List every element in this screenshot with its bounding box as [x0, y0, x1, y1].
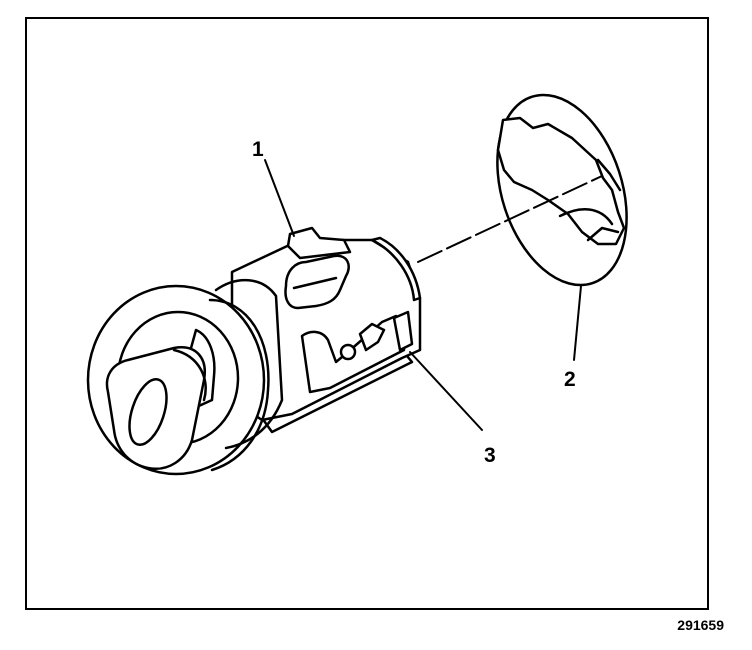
- alignment-line: [417, 175, 603, 263]
- callout-2: 2: [564, 368, 576, 391]
- leader-line-1: [264, 159, 295, 237]
- side-detent: [392, 310, 414, 352]
- ignition-key: [105, 328, 216, 471]
- bezel-slot-curve: [558, 208, 614, 226]
- figure-id: 291659: [677, 617, 724, 633]
- face-rim: [208, 298, 270, 472]
- side-lever: [358, 322, 386, 352]
- side-pin: [339, 343, 357, 361]
- face-collar: [214, 278, 284, 450]
- bezel-tab: [586, 226, 620, 242]
- key-edge: [172, 348, 207, 402]
- window-inner-line: [292, 276, 338, 290]
- bezel-edge-highlight: [596, 158, 622, 192]
- diagram-frame: [25, 17, 709, 610]
- top-tab: [286, 226, 352, 260]
- key-hole: [128, 378, 168, 446]
- leader-line-2: [573, 285, 582, 361]
- leader-line-3: [409, 351, 483, 431]
- bezel-disc: [496, 93, 628, 287]
- rear-collar: [370, 236, 422, 302]
- bezel-keyway-opening: [496, 116, 626, 246]
- callout-1: 1: [252, 138, 264, 161]
- callout-3: 3: [484, 444, 496, 467]
